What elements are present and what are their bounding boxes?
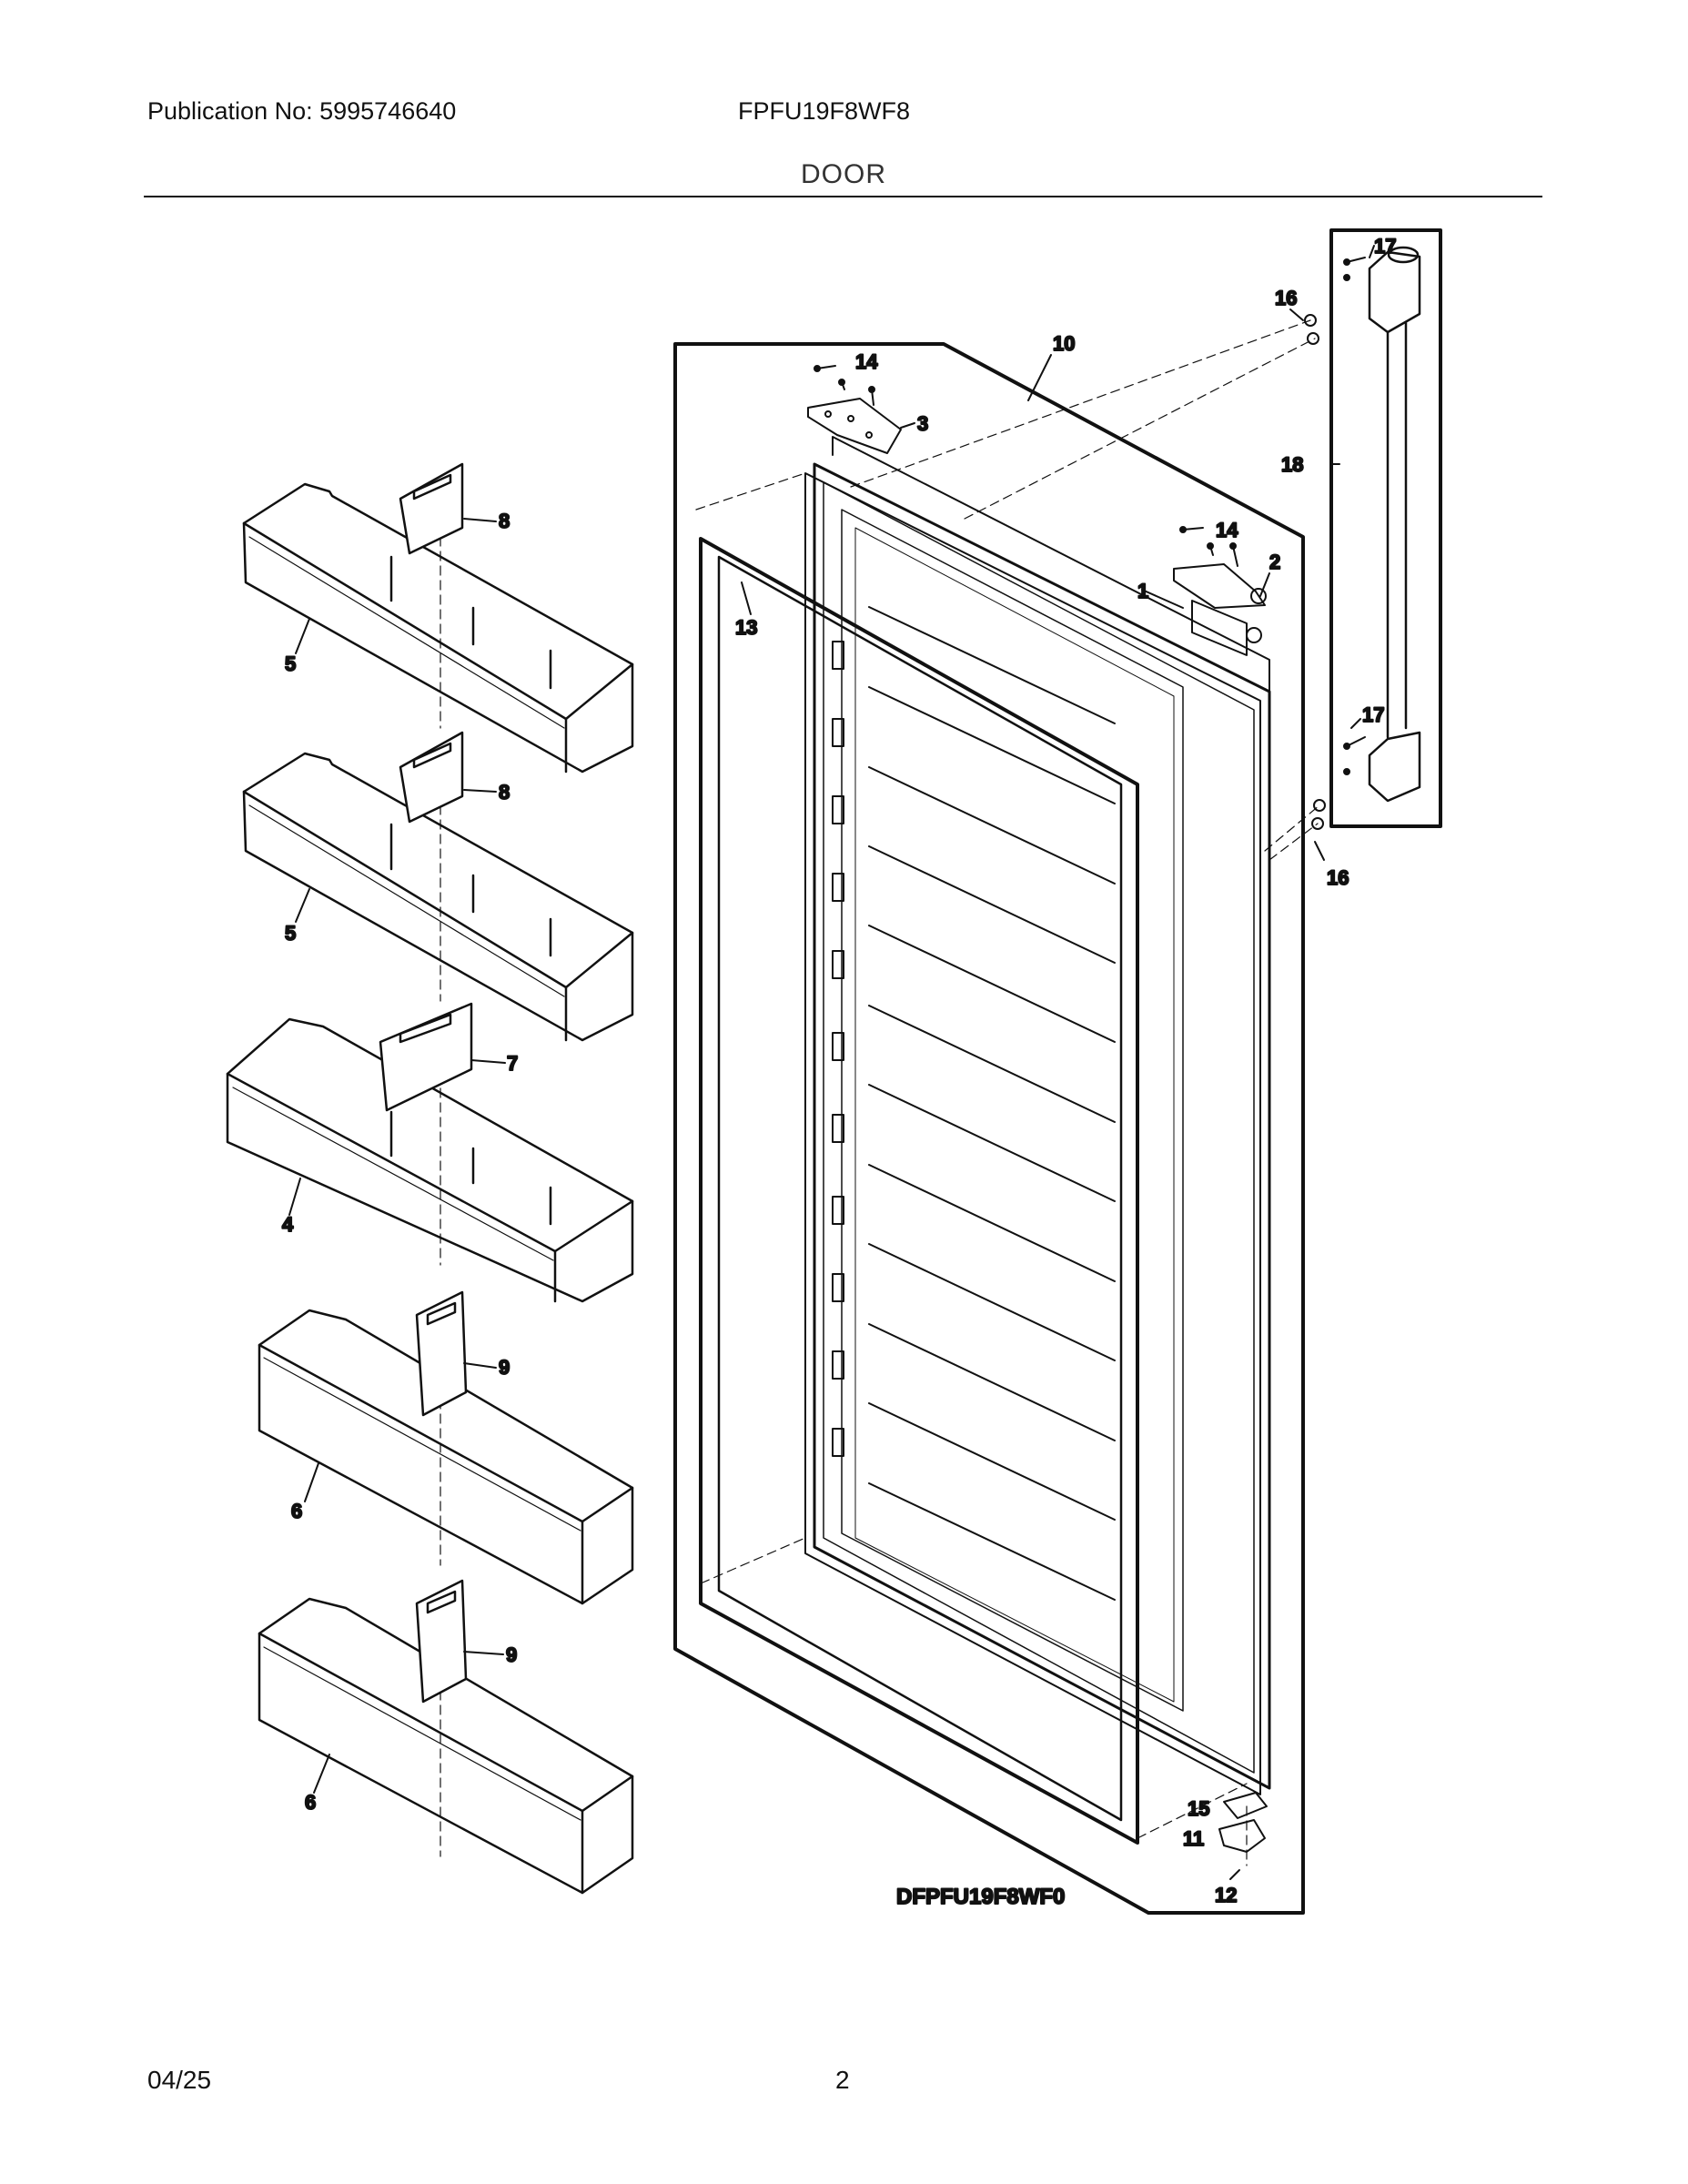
header-rule <box>144 196 1542 197</box>
door-assembly-outline <box>673 342 1305 1915</box>
callout-18: 18 <box>1281 453 1303 476</box>
door-liner <box>804 436 1271 1795</box>
door-bin-5-top <box>242 462 634 774</box>
callout-8b: 8 <box>499 781 510 804</box>
hinge-assembly <box>1173 563 1267 656</box>
callout-14b: 14 <box>1216 519 1238 541</box>
door-bin-6-lower <box>258 1579 634 1895</box>
door-handle <box>1368 246 1421 803</box>
callout-6b: 6 <box>305 1791 316 1814</box>
diagram-code: DFPFU19F8WF0 <box>896 1885 1065 1909</box>
callout-10: 10 <box>1053 332 1075 355</box>
callout-12: 12 <box>1215 1884 1237 1906</box>
door-bin-4 <box>226 1002 634 1303</box>
model-number: FPFU19F8WF8 <box>738 97 911 125</box>
handle-studs <box>1304 314 1326 830</box>
callout-5a: 5 <box>285 652 296 675</box>
callout-16b: 16 <box>1327 866 1349 889</box>
publication-number: Publication No: 5995746640 <box>147 97 457 125</box>
callout-17a: 17 <box>1374 235 1396 258</box>
leader-lines <box>288 245 1375 1794</box>
screws-14-top <box>814 365 875 406</box>
callout-1: 1 <box>1137 580 1148 602</box>
callout-15: 15 <box>1188 1797 1209 1820</box>
handle-screws <box>1343 257 1366 775</box>
callout-3: 3 <box>917 412 928 435</box>
screws-14-right <box>1179 526 1238 567</box>
callout-17b: 17 <box>1362 703 1384 726</box>
page-number: 2 <box>835 2066 850 2094</box>
callout-6a: 6 <box>291 1500 302 1522</box>
handle-callout-box <box>1329 228 1442 828</box>
assembly-lines <box>440 319 1320 1866</box>
callout-13: 13 <box>735 616 757 639</box>
callout-8a: 8 <box>499 510 510 532</box>
callout-14a: 14 <box>855 350 878 373</box>
callout-4: 4 <box>282 1213 294 1236</box>
callout-5b: 5 <box>285 922 296 945</box>
callout-11: 11 <box>1183 1827 1204 1850</box>
callout-7: 7 <box>507 1052 518 1075</box>
door-bin-5-second <box>242 731 634 1042</box>
section-title: DOOR <box>801 159 886 189</box>
callout-16a: 16 <box>1275 287 1297 309</box>
top-bracket <box>807 398 902 454</box>
bottom-hinge-parts <box>1218 1792 1268 1880</box>
callout-9b: 9 <box>506 1643 517 1666</box>
door-bin-6-upper <box>258 1290 634 1605</box>
callout-9a: 9 <box>499 1356 510 1379</box>
callout-2: 2 <box>1269 551 1280 573</box>
door-gasket <box>699 537 1139 1845</box>
footer-date: 04/25 <box>147 2066 212 2094</box>
